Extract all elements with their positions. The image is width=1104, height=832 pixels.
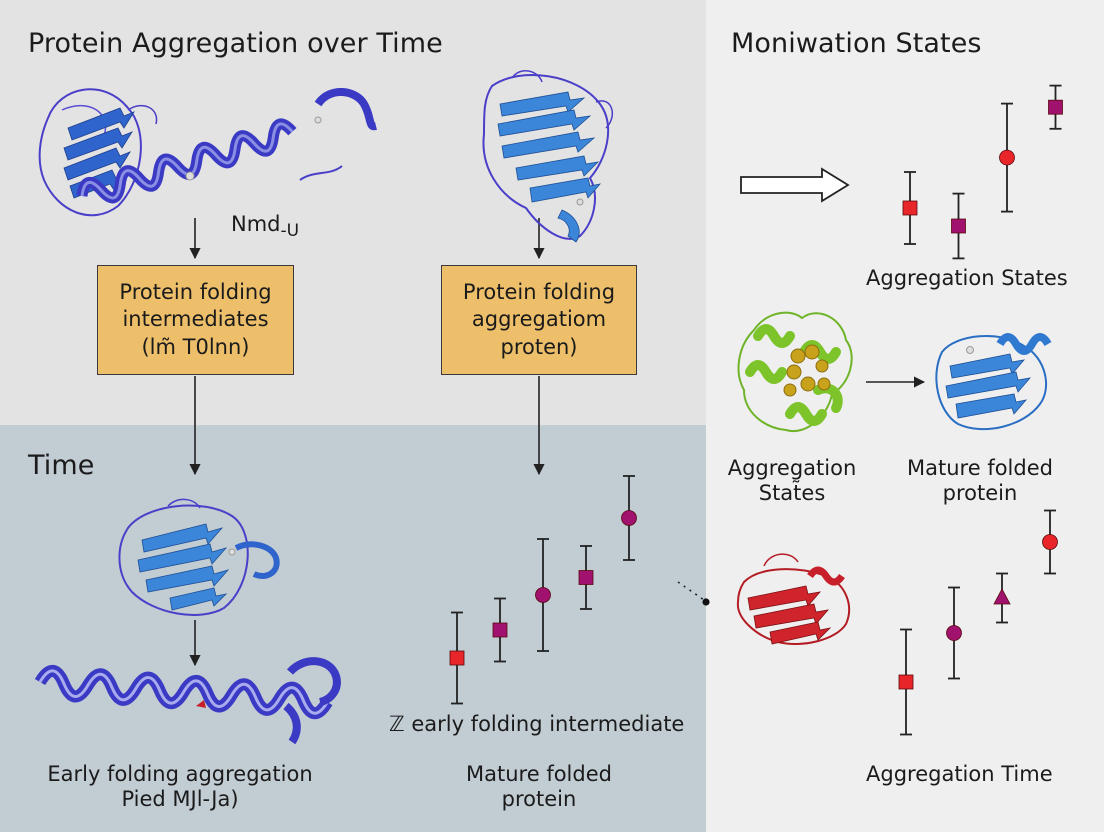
title-left: Protein Aggregation over Time <box>28 28 443 59</box>
time-label: Time <box>28 450 95 481</box>
protein-structure-icon <box>482 70 614 243</box>
caption-line: Mature folded <box>466 762 612 786</box>
box-folding-aggregation: Protein folding aggregatiom proten) <box>441 265 637 375</box>
box-folding-intermediates: Protein folding intermediates (lm̃ T0lnn… <box>97 265 294 375</box>
data-point-circle <box>999 149 1015 166</box>
error-bar-chart-bottom-middle <box>449 475 637 705</box>
protein-structure-icon <box>38 87 377 217</box>
data-point-square <box>902 200 918 216</box>
caption-early-folding-aggregation: Early folding aggregation Pied MJl-Ja) <box>20 762 340 812</box>
caption-line: Aggregation <box>727 456 857 480</box>
data-point-circle <box>621 510 637 526</box>
data-point-circle <box>535 587 551 603</box>
box-line: aggregatiom <box>471 307 607 332</box>
data-point-square <box>492 622 508 638</box>
nmd-label-text: Nmd <box>231 212 281 236</box>
caption-line: Stat̃es <box>758 480 826 505</box>
protein-ligand-icon <box>737 311 853 433</box>
connector-dot <box>702 598 710 606</box>
caption-aggregation-time: Aggregation Time <box>866 762 1053 786</box>
data-point-square <box>898 674 914 690</box>
box-line: (lm̃ T0lnn) <box>141 334 250 359</box>
data-point-circle <box>946 625 962 641</box>
box-line: intermediates <box>122 307 269 332</box>
hollow-arrow-icon <box>740 167 850 203</box>
title-right: Moniwation States <box>731 28 982 59</box>
caption-line: protein <box>942 480 1018 505</box>
data-point-square <box>578 570 594 585</box>
right-panel <box>706 0 1104 832</box>
caption-line: Early folding aggregation <box>47 762 313 786</box>
caption-aggregation-states-2: Aggregation Stat̃es <box>716 456 868 506</box>
error-bar-chart-top-right <box>902 84 1063 260</box>
caption-line: Mature folded <box>907 456 1053 480</box>
caption-line: Pied MJl-Ja) <box>121 786 239 811</box>
data-point-triangle <box>993 588 1011 605</box>
box-line: Protein folding <box>119 280 272 305</box>
caption-early-folding-intermediate: ℤ early folding intermediate <box>389 712 685 736</box>
data-point-square <box>951 218 966 234</box>
caption-mature-folded-protein-right: Mature folded protein <box>888 456 1072 506</box>
caption-mature-folded-protein: Mature folded protein <box>420 762 658 812</box>
box-line: Protein folding <box>462 280 616 305</box>
nmd-label-subscript: -U <box>280 221 300 242</box>
caption-line: protein <box>501 786 577 811</box>
data-point-square <box>449 650 465 666</box>
error-bar-chart-bottom-right <box>898 509 1058 736</box>
caption-aggregation-states: Aggregation States <box>866 266 1068 290</box>
protein-structure-icon <box>736 553 851 645</box>
nmd-label: Nmd-U <box>231 212 299 241</box>
protein-structure-icon <box>34 657 341 745</box>
protein-structure-icon <box>935 333 1052 431</box>
flow-arrows <box>189 218 926 667</box>
data-point-circle <box>1042 534 1058 550</box>
data-point-square <box>1048 99 1063 115</box>
protein-structure-icon <box>118 498 280 616</box>
bottom-left-panel <box>0 425 706 832</box>
box-line: proten) <box>500 334 578 359</box>
